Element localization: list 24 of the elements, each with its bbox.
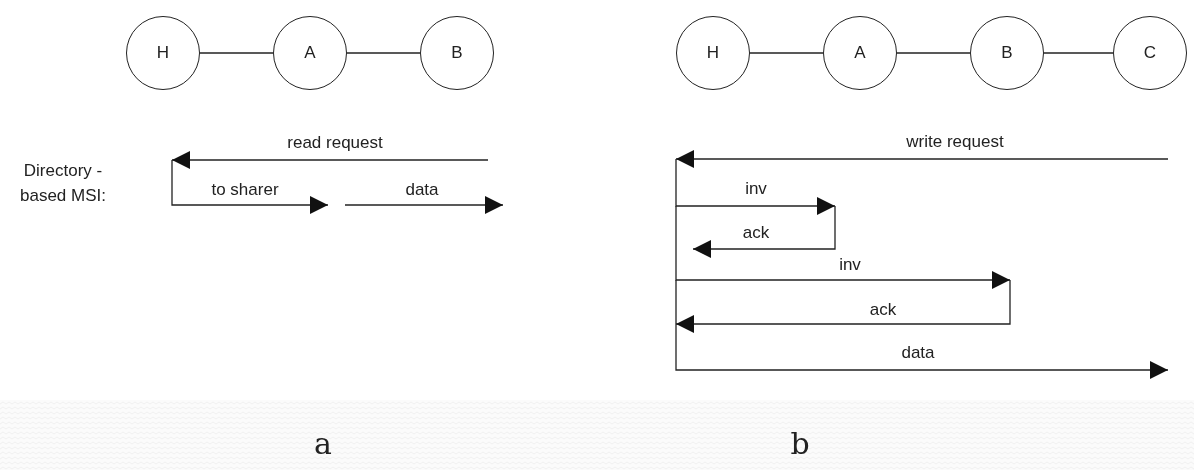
connector-line <box>749 52 824 54</box>
message-label: to sharer <box>211 180 279 200</box>
connector-line <box>1043 52 1114 54</box>
panel-label: b <box>790 425 810 461</box>
message-label: data <box>901 343 935 363</box>
node-label: A <box>304 43 316 63</box>
connector-line <box>199 52 274 54</box>
node-label: B <box>1001 43 1013 63</box>
panel-label: a <box>314 425 332 461</box>
node-label: A <box>854 43 866 63</box>
message-label: ack <box>869 300 897 320</box>
connector-line <box>346 52 421 54</box>
side-label: Directory -based MSI: <box>19 160 107 207</box>
message-label: ack <box>742 223 770 243</box>
node-label: C <box>1143 43 1157 63</box>
message-label: inv <box>745 179 767 199</box>
message-label: write request <box>906 132 1004 152</box>
message-label: data <box>405 180 439 200</box>
node-label: B <box>451 43 463 63</box>
node-label: H <box>156 43 170 63</box>
message-label: inv <box>839 255 861 275</box>
node-label: H <box>706 43 720 63</box>
message-label: read request <box>287 133 383 153</box>
connector-line <box>896 52 971 54</box>
